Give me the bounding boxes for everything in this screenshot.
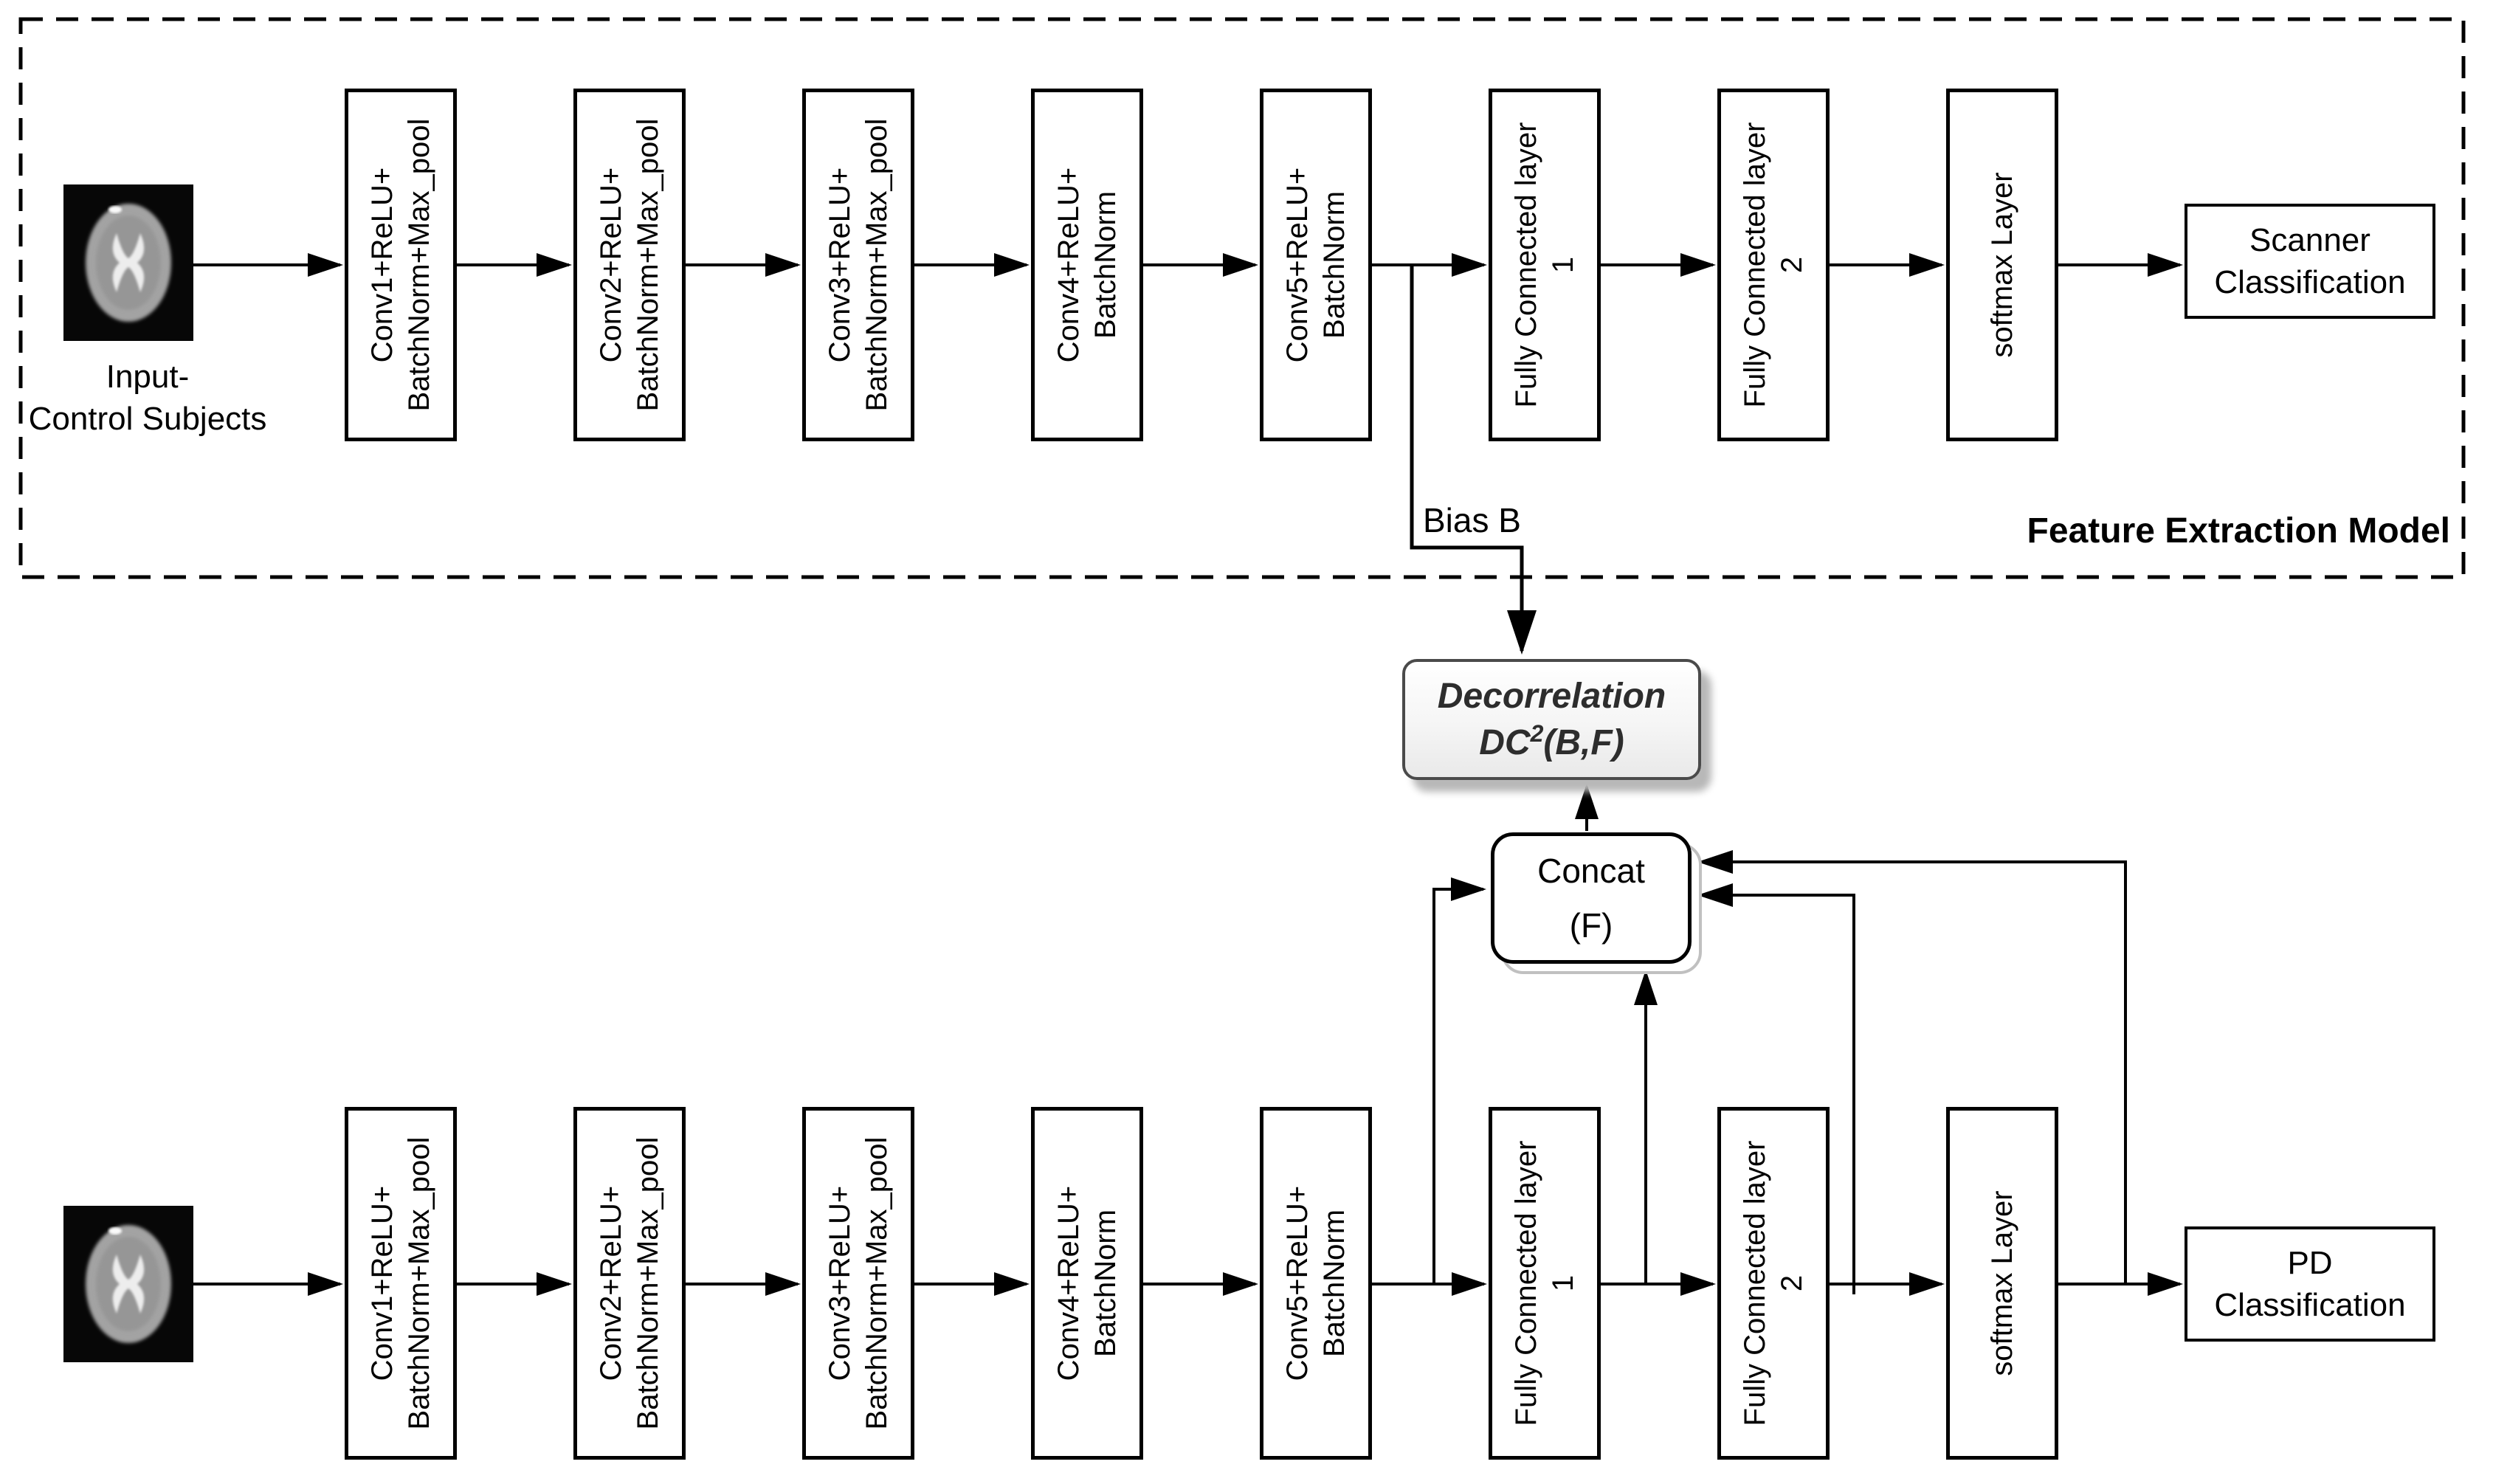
layer-label: 1 xyxy=(1547,1274,1579,1292)
layer-label: BatchNorm+Max_pool xyxy=(861,118,893,412)
concat-title: Concat xyxy=(1537,852,1645,890)
layer-label: BatchNorm xyxy=(1318,1209,1351,1358)
concat-input-connectors xyxy=(1432,850,2127,1294)
bottom-layer-conv2: Conv2+ReLU+BatchNorm+Max_pool xyxy=(573,1107,686,1460)
bottom-layer-conv3: Conv3+ReLU+BatchNorm+Max_pool xyxy=(802,1107,914,1460)
layer-label: Conv5+ReLU+ xyxy=(1281,1185,1314,1381)
top-layer-conv1: Conv1+ReLU+BatchNorm+Max_pool xyxy=(345,89,457,441)
layer-label: BatchNorm+Max_pool xyxy=(632,118,664,412)
feature-extraction-boundary xyxy=(18,17,2466,579)
layer-label: Fully Connected layer xyxy=(1510,1140,1542,1426)
layer-label: BatchNorm+Max_pool xyxy=(403,118,435,412)
decorrelation-box: Decorrelation DC2(B,F) xyxy=(1402,659,1701,780)
formula-superscript: 2 xyxy=(1530,720,1544,747)
layer-label: Conv2+ReLU+ xyxy=(595,167,627,363)
layer-label: softmax Layer xyxy=(1986,1190,2018,1376)
output-label: Classification xyxy=(2214,1287,2406,1323)
layer-label: softmax Layer xyxy=(1986,172,2018,358)
bottom-layer-conv5: Conv5+ReLU+BatchNorm xyxy=(1260,1107,1372,1460)
bottom-layer-fc1: Fully Connected layer 1 xyxy=(1489,1107,1601,1460)
bottom-layer-softmax: softmax Layer xyxy=(1946,1107,2058,1460)
layer-label: BatchNorm xyxy=(1089,190,1122,339)
layer-label: Conv4+ReLU+ xyxy=(1052,167,1085,363)
layer-label: Conv2+ReLU+ xyxy=(595,1185,627,1381)
layer-label: 2 xyxy=(1776,256,1808,274)
top-layer-fc1: Fully Connected layer 1 xyxy=(1489,89,1601,441)
pd-classification-box: PD Classification xyxy=(2185,1226,2435,1342)
bottom-layer-conv4: Conv4+ReLU+BatchNorm xyxy=(1031,1107,1143,1460)
layer-label: Conv3+ReLU+ xyxy=(824,1185,856,1381)
output-label: Scanner xyxy=(2249,221,2370,258)
formula-prefix: DC xyxy=(1479,723,1531,762)
input-caption-line2: Control Subjects xyxy=(28,401,267,438)
top-layer-fc2: Fully Connected layer 2 xyxy=(1717,89,1830,441)
layer-label: 1 xyxy=(1547,256,1579,274)
layer-label: Conv5+ReLU+ xyxy=(1281,167,1314,363)
layer-label: Conv1+ReLU+ xyxy=(366,167,399,363)
scanner-classification-box: Scanner Classification xyxy=(2185,204,2435,319)
layer-label: Conv4+ReLU+ xyxy=(1052,1185,1085,1381)
layer-label: Conv3+ReLU+ xyxy=(824,167,856,363)
layer-label: BatchNorm xyxy=(1318,190,1351,339)
brain-mri-image-pd xyxy=(63,1206,193,1362)
bias-b-label: Bias B xyxy=(1423,501,1521,539)
layer-label: BatchNorm+Max_pool xyxy=(632,1136,664,1430)
bottom-layer-conv1: Conv1+ReLU+BatchNorm+Max_pool xyxy=(345,1107,457,1460)
output-label: PD xyxy=(2287,1244,2333,1281)
output-label: Classification xyxy=(2214,264,2406,300)
top-layer-conv5: Conv5+ReLU+BatchNorm xyxy=(1260,89,1372,441)
formula-suffix: (B,F) xyxy=(1543,723,1624,762)
bias-connector xyxy=(1410,266,1537,655)
top-layer-conv3: Conv3+ReLU+BatchNorm+Max_pool xyxy=(802,89,914,441)
layer-label: Conv1+ReLU+ xyxy=(366,1185,399,1381)
brain-mri-image-control xyxy=(63,184,193,341)
layer-label: Fully Connected layer xyxy=(1739,122,1771,408)
decorrelation-title: Decorrelation xyxy=(1437,677,1666,716)
bottom-layer-fc2: Fully Connected layer 2 xyxy=(1717,1107,1830,1460)
layer-label: BatchNorm+Max_pool xyxy=(403,1136,435,1430)
top-layer-softmax: softmax Layer xyxy=(1946,89,2058,441)
feature-extraction-model-label: Feature Extraction Model xyxy=(2027,511,2450,551)
top-layer-conv2: Conv2+ReLU+BatchNorm+Max_pool xyxy=(573,89,686,441)
top-layer-conv4: Conv4+ReLU+BatchNorm xyxy=(1031,89,1143,441)
layer-label: BatchNorm xyxy=(1089,1209,1122,1358)
layer-label: 2 xyxy=(1776,1274,1808,1292)
layer-label: Fully Connected layer xyxy=(1739,1140,1771,1426)
concat-symbol: (F) xyxy=(1569,906,1613,945)
layer-label: BatchNorm+Max_pool xyxy=(861,1136,893,1430)
input-caption-line1: Input- xyxy=(106,359,190,395)
concat-box: Concat (F) xyxy=(1491,832,1692,964)
decorrelation-formula: DC2(B,F) xyxy=(1479,722,1624,763)
input-caption: Input- Control Subjects xyxy=(0,356,295,440)
layer-label: Fully Connected layer xyxy=(1510,122,1542,408)
